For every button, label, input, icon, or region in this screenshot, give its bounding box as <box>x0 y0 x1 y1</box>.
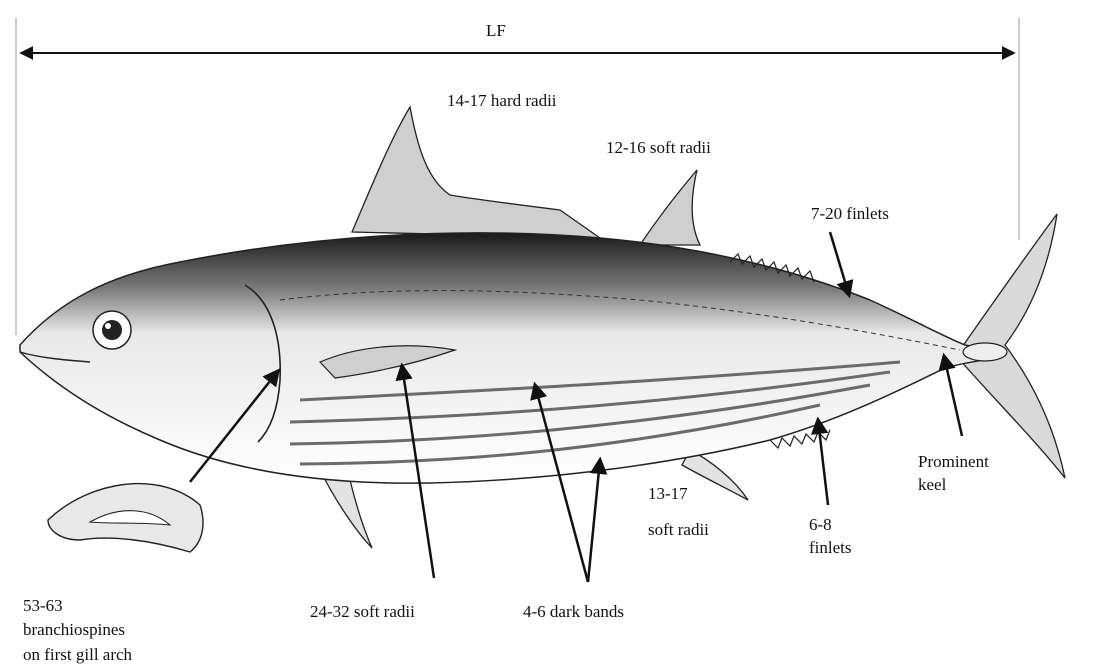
caudal-keel <box>963 343 1007 361</box>
label-dorsal-finlets: 7-20 finlets <box>811 203 889 224</box>
label-ventral-finlets-line1: 6-8 <box>809 514 832 535</box>
fish-body <box>20 233 1005 483</box>
label-second-dorsal-radii: 12-16 soft radii <box>606 137 711 158</box>
anal-fin <box>682 450 748 500</box>
label-keel-line2: keel <box>918 474 946 495</box>
lf-label: LF <box>486 20 506 41</box>
fish-pupil <box>102 320 122 340</box>
label-branchiospines-line3: on first gill arch <box>23 644 132 665</box>
label-pectoral-radii: 24-32 soft radii <box>310 601 415 622</box>
label-ventral-finlets-line2: finlets <box>809 537 852 558</box>
label-branchiospines-line2: branchiospines <box>23 619 125 640</box>
label-anal-radii-line1: 13-17 <box>648 483 688 504</box>
label-branchiospines-line1: 53-63 <box>23 595 63 616</box>
arrow-keel <box>944 356 962 436</box>
second-dorsal-fin <box>640 170 700 245</box>
label-hard-radii: 14-17 hard radii <box>447 90 557 111</box>
label-keel-line1: Prominent <box>918 451 989 472</box>
eye-highlight <box>105 323 111 329</box>
arrow-ventral-finlets <box>818 420 828 505</box>
label-anal-radii-line2: soft radii <box>648 519 709 540</box>
first-dorsal-fin <box>352 107 600 238</box>
arrow-dark-band-2 <box>588 460 600 582</box>
label-dark-bands: 4-6 dark bands <box>523 601 624 622</box>
